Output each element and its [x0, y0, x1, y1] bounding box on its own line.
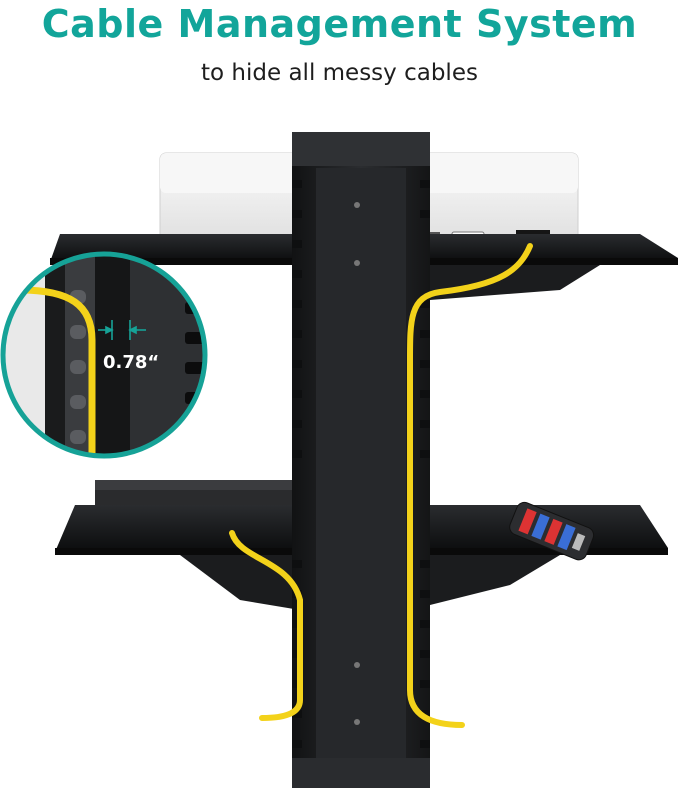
cable-left: [229, 530, 303, 721]
remote-control: [509, 501, 595, 561]
yellow-cables: [229, 243, 533, 728]
cable-right: [407, 243, 533, 728]
zoom-callout: 0.78“: [0, 251, 208, 459]
measurement-label: 0.78“: [103, 352, 159, 373]
dimension-arrow-icon: [98, 320, 146, 340]
zoom-ring: [0, 251, 208, 459]
page-subtitle: to hide all messy cables: [201, 60, 478, 86]
page-title: Cable Management System: [41, 2, 638, 46]
